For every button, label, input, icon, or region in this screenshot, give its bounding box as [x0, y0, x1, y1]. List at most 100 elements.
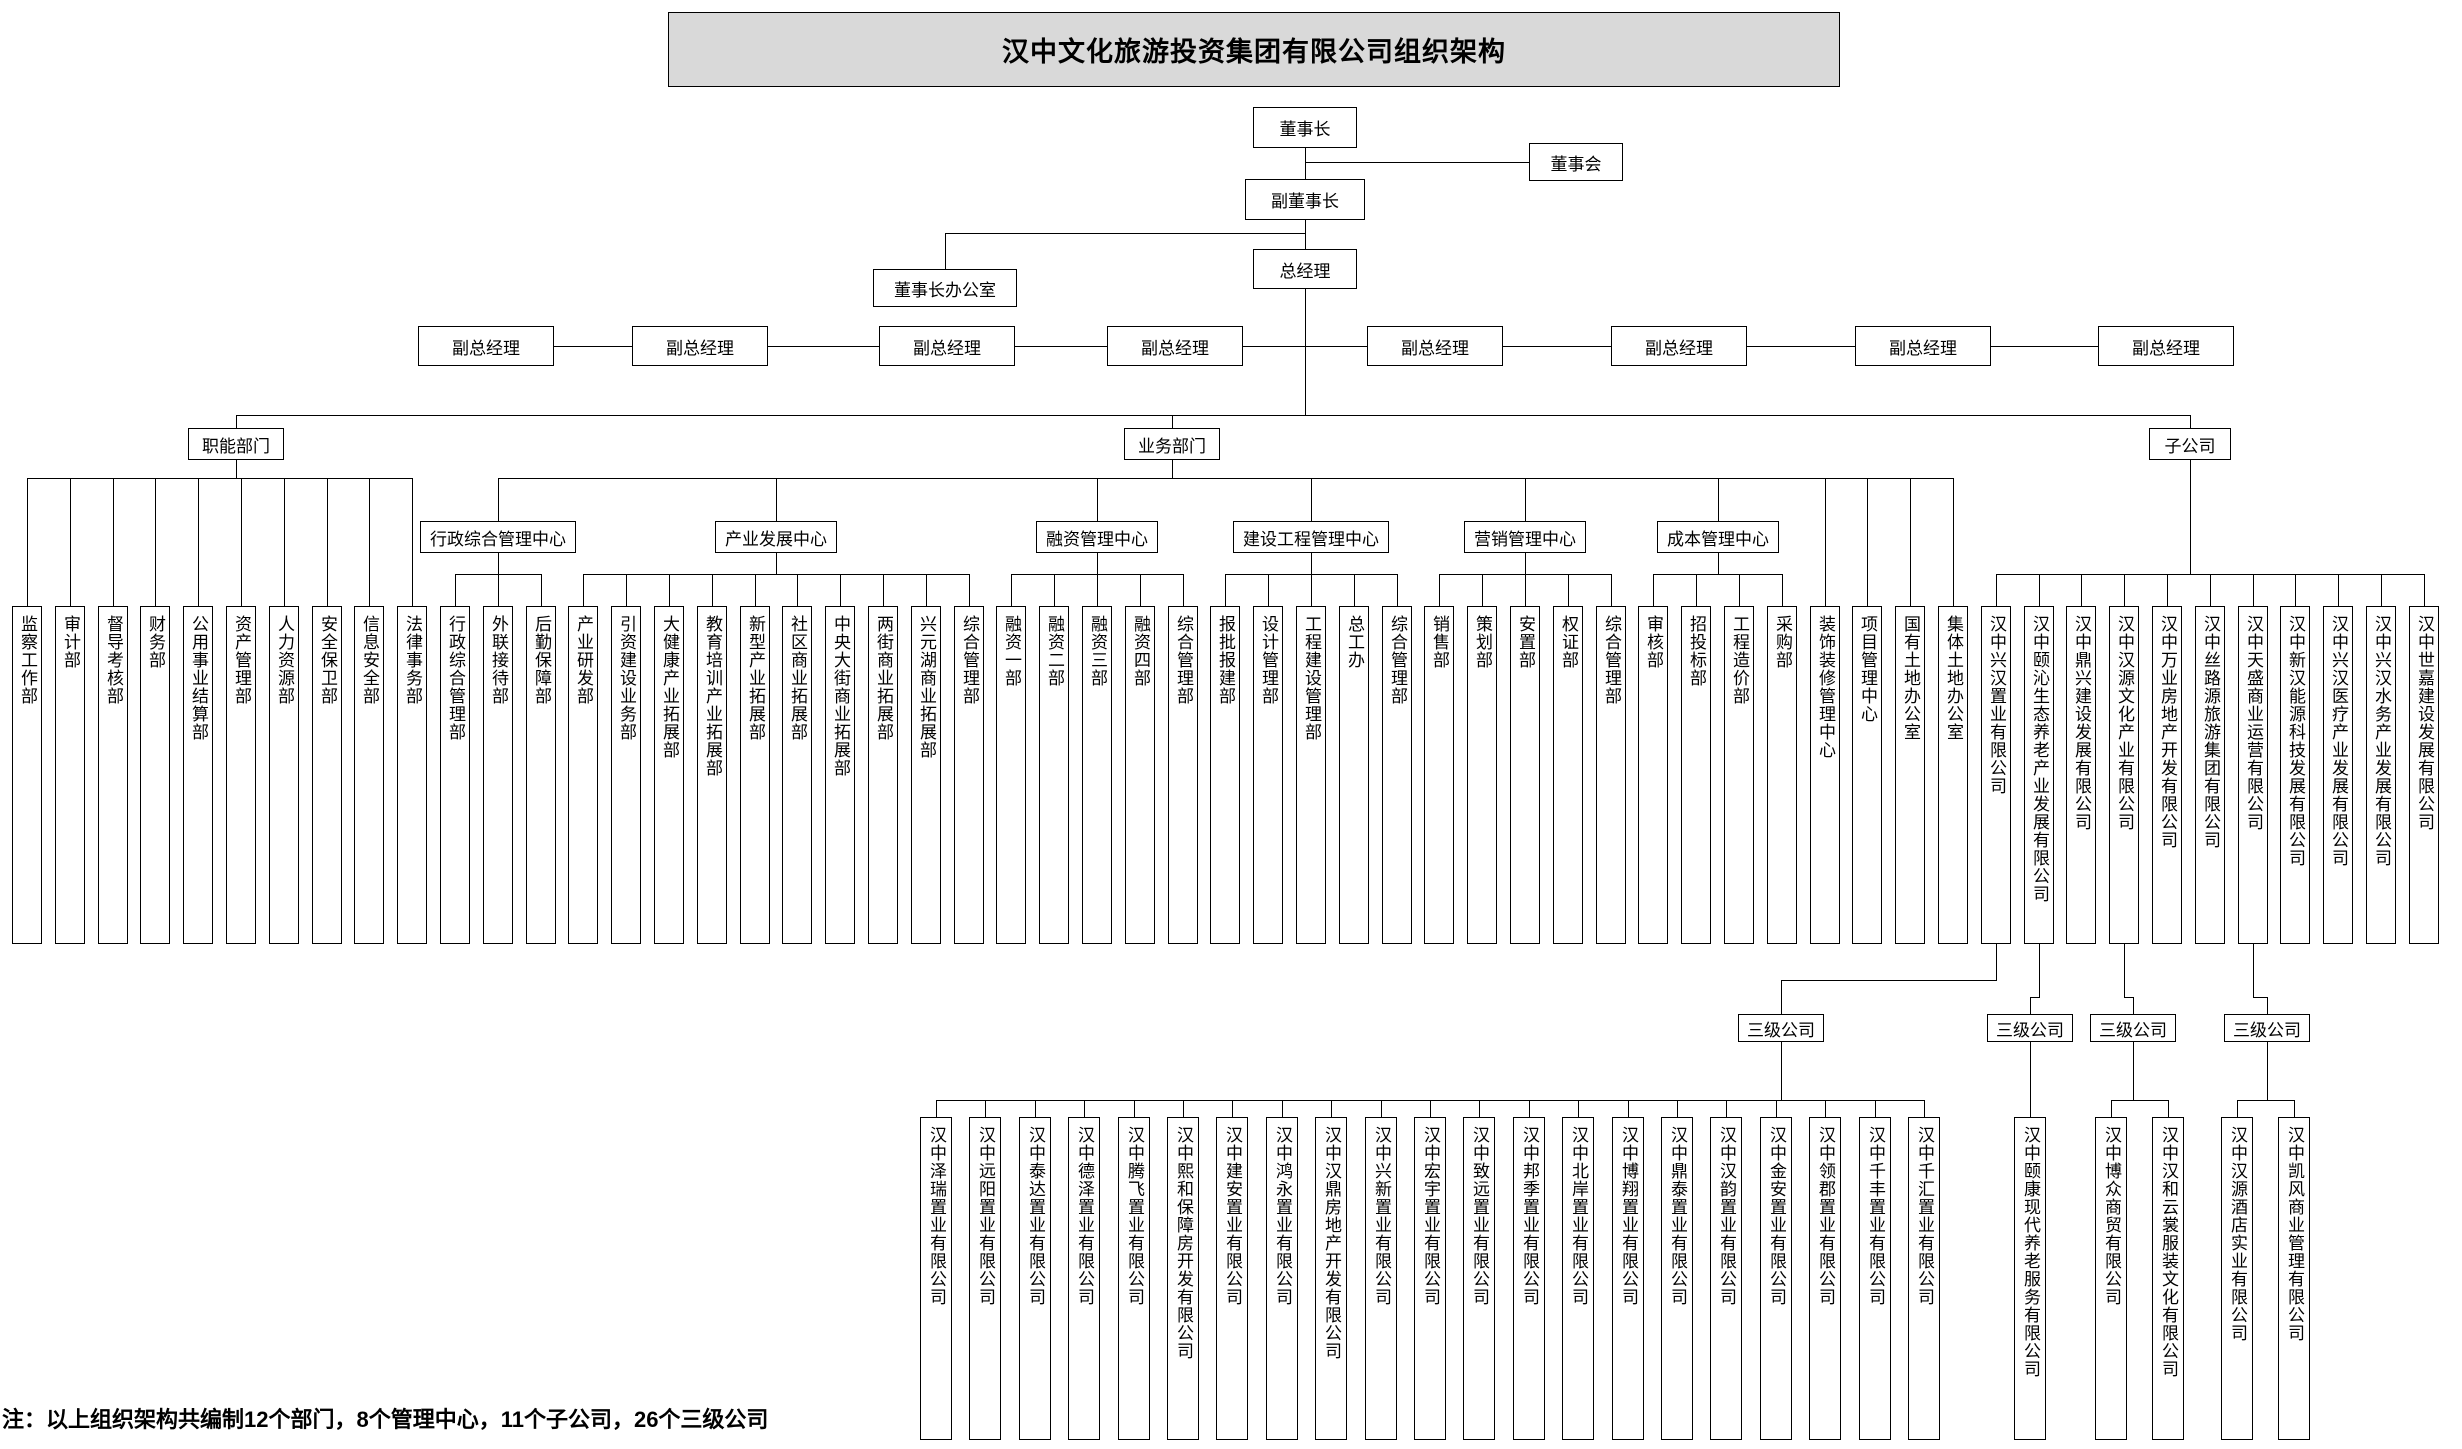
connector-line [936, 1100, 937, 1118]
connector-line [626, 574, 627, 607]
third-level-company-box: 汉中建安置业有限公司 [1216, 1117, 1248, 1440]
deputy-gm-box-8: 副总经理 [2098, 326, 2234, 366]
connector-line [755, 574, 756, 607]
connector-line [1134, 1100, 1135, 1118]
connector-line [776, 478, 777, 522]
connector-line [1183, 574, 1184, 607]
connector-line [2424, 574, 2425, 607]
third-level-company-box: 汉中领郡置业有限公司 [1809, 1117, 1841, 1440]
connector-line [2124, 997, 2134, 998]
connector-line [541, 574, 542, 607]
third-level-company-box: 汉中熙和保障房开发有限公司 [1167, 1117, 1199, 1440]
center-box: 建设工程管理中心 [1233, 521, 1389, 553]
connector-line [776, 553, 777, 575]
connector-line [1825, 1100, 1826, 1118]
subsidiary-box: 汉中兴汉医疗产业发展有限公司 [2323, 606, 2353, 944]
third-level-company-box: 汉中汉和云裳服装文化有限公司 [2152, 1117, 2184, 1440]
center-dept-box: 总工办 [1339, 606, 1369, 944]
connector-line [2338, 574, 2339, 607]
third-level-company-box: 汉中泰达置业有限公司 [1019, 1117, 1051, 1440]
center-box: 融资管理中心 [1036, 521, 1158, 553]
third-level-company-box: 汉中德泽置业有限公司 [1068, 1117, 1100, 1440]
subsidiary-box: 汉中天盛商业运营有限公司 [2238, 606, 2268, 944]
third-level-company-box: 汉中腾飞置业有限公司 [1118, 1117, 1150, 1440]
chairman-office-box: 董事长办公室 [873, 269, 1017, 307]
connector-line [27, 478, 413, 479]
connector-line [1718, 553, 1719, 575]
center-dept-box: 融资四部 [1125, 606, 1155, 944]
connector-line [583, 574, 584, 607]
connector-line [1525, 553, 1526, 575]
connector-line [1097, 574, 1098, 607]
subsidiary-box: 汉中世嘉建设发展有限公司 [2409, 606, 2439, 944]
connector-line [1430, 1100, 1431, 1118]
deputy-gm-box-3: 副总经理 [879, 326, 1015, 366]
connector-line [236, 415, 237, 429]
connector-line [945, 233, 946, 270]
connector-line [583, 574, 970, 575]
connector-line [369, 478, 370, 607]
chairman-box: 董事长 [1253, 107, 1357, 148]
connector-line [1996, 944, 1997, 981]
footer-note: 注：以上组织架构共编制12个部门，8个管理中心，11个子公司，26个三级公司 [2, 1407, 769, 1432]
connector-line [797, 574, 798, 607]
connector-line [2237, 1100, 2238, 1118]
deputy-gm-box-7: 副总经理 [1855, 326, 1991, 366]
connector-line [1305, 220, 1306, 250]
connector-line [669, 574, 670, 607]
third-level-company-box: 汉中汉鼎房地产开发有限公司 [1315, 1117, 1347, 1440]
connector-line [498, 553, 499, 575]
connector-line [1354, 574, 1355, 607]
direct-office-box: 国有土地办公室 [1895, 606, 1925, 944]
third-level-company-box: 汉中北岸置业有限公司 [1562, 1117, 1594, 1440]
connector-line [840, 574, 841, 607]
connector-line [412, 478, 413, 607]
center-dept-box: 设计管理部 [1253, 606, 1283, 944]
connector-line [1726, 1100, 1727, 1118]
functional-dept-box: 信息安全部 [354, 606, 384, 944]
connector-line [1381, 1100, 1382, 1118]
deputy-gm-box-6: 副总经理 [1611, 326, 1747, 366]
subsidiary-box: 汉中兴汉水务产业发展有限公司 [2366, 606, 2396, 944]
center-dept-box: 行政综合管理部 [440, 606, 470, 944]
connector-line [1305, 162, 1530, 163]
connector-line [1953, 478, 1954, 607]
center-dept-box: 审核部 [1638, 606, 1668, 944]
deputy-gm-box-1: 副总经理 [418, 326, 554, 366]
connector-line [1331, 1100, 1332, 1118]
subsidiary-box: 汉中丝路源旅游集团有限公司 [2195, 606, 2225, 944]
center-dept-box: 兴元湖商业拓展部 [911, 606, 941, 944]
connector-line [1628, 1100, 1629, 1118]
connector-line [1910, 478, 1911, 607]
connector-line [1305, 148, 1306, 180]
connector-line [1097, 553, 1098, 575]
subsidiary-box: 汉中鼎兴建设发展有限公司 [2066, 606, 2096, 944]
center-box: 产业发展中心 [715, 521, 837, 553]
connector-line [1996, 574, 1997, 607]
subsidiary-box: 汉中兴汉置业有限公司 [1981, 606, 2011, 944]
third-level-company-box: 汉中鼎泰置业有限公司 [1661, 1117, 1693, 1440]
third-level-company-box: 汉中颐康现代养老服务有限公司 [2014, 1117, 2046, 1440]
center-dept-box: 融资二部 [1039, 606, 1069, 944]
branch-functional: 职能部门 [188, 428, 284, 460]
third-level-header-3: 三级公司 [2090, 1014, 2176, 1042]
center-dept-box: 安置部 [1510, 606, 1540, 944]
connector-line [1183, 1100, 1184, 1118]
connector-line [1867, 478, 1868, 607]
functional-dept-box: 财务部 [140, 606, 170, 944]
deputy-gm-box-2: 副总经理 [632, 326, 768, 366]
functional-dept-box: 公用事业结算部 [183, 606, 213, 944]
center-dept-box: 销售部 [1424, 606, 1454, 944]
third-level-company-box: 汉中汉韵置业有限公司 [1710, 1117, 1742, 1440]
connector-line [70, 478, 71, 607]
connector-line [1097, 478, 1098, 522]
subsidiary-box: 汉中汉源文化产业有限公司 [2109, 606, 2139, 944]
functional-dept-box: 审计部 [55, 606, 85, 944]
connector-line [1439, 574, 1440, 607]
third-level-company-box: 汉中金安置业有限公司 [1760, 1117, 1792, 1440]
subsidiary-box: 汉中新汉能源科技发展有限公司 [2280, 606, 2310, 944]
chart-title: 汉中文化旅游投资集团有限公司组织架构 [668, 12, 1840, 87]
connector-line [2267, 997, 2268, 1015]
connector-line [926, 574, 927, 607]
